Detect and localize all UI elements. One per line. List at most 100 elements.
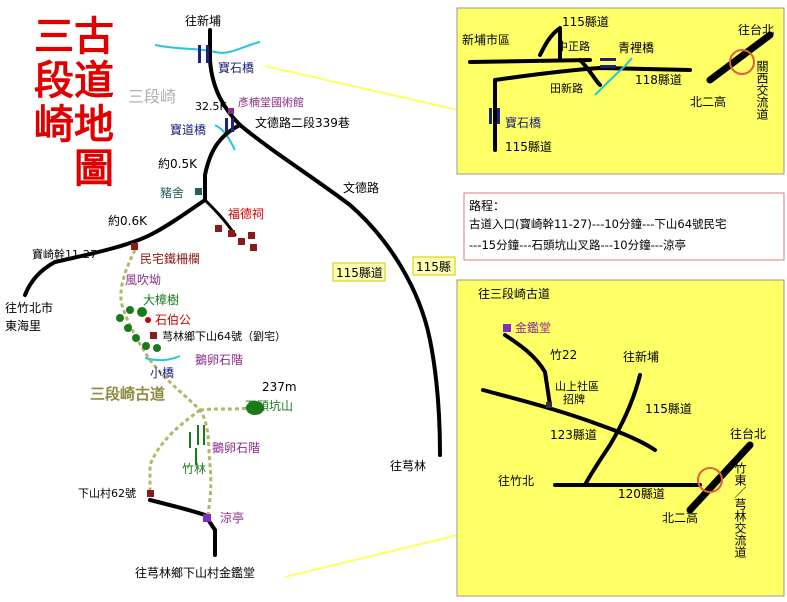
label-pavilion: 涼亭 [220, 510, 244, 525]
inset-bottom-to-taipei: 往台北 [730, 426, 766, 441]
inset-top-qingzi: 青裡橋 [618, 40, 654, 55]
map-title: 古道地圖 三段崎 [27, 15, 114, 191]
pavilion-marker [203, 514, 211, 522]
label-egg-steps-1: 鵝卵石階 [195, 352, 243, 367]
label-xiashan-62: 下山村62號 [78, 486, 136, 500]
label-fude-temple: 福德祠 [228, 206, 264, 221]
inset-bottom-jinjian-marker [503, 324, 511, 332]
label-to-xinpu: 往新埔 [185, 13, 221, 28]
inset-top-road-a [468, 58, 592, 64]
inset-bottom-to-zhubei: 往竹北 [498, 473, 534, 488]
title-sanduanqi: 三段崎 [27, 15, 74, 147]
route-115-box-b [412, 256, 456, 276]
label-baoqi-11-27: 寶崎幹11-27 [32, 247, 97, 261]
route-115-box-a [332, 262, 386, 282]
label-wende-339: 文德路二段339巷 [255, 115, 350, 130]
inset-bottom-to-sanduanqi: 往三段崎古道 [478, 286, 550, 301]
label-house-64: 芎林鄉下山64號（劉宅） [162, 329, 286, 343]
inset-bottom-123: 123縣道 [550, 428, 597, 442]
inset-top-road-115 [538, 26, 562, 62]
inset-bottom-zhudong: 竹東／芎林交流道 [733, 462, 747, 558]
inset-bottom-115: 115縣道 [645, 402, 692, 416]
label-to-qionglin: 往芎林 [390, 458, 426, 473]
inset-top-river [594, 57, 633, 96]
inset-bottom-115 [583, 373, 642, 487]
road-to-zhubei [23, 260, 57, 297]
route-box-line1: 古道入口(寶崎幹11-27)---10分鐘---下山64號民宅 [469, 217, 727, 231]
house-64-marker [150, 332, 157, 339]
inset-top-frame [456, 7, 785, 175]
label-fengchui-ao: 風吹坳 [125, 273, 161, 287]
inset-bottom-123 [481, 388, 657, 452]
inset-bottom: 往三段崎古道 金鑑堂 竹22 往新埔 山上社區 招牌 115縣道 123縣道 往… [456, 279, 785, 597]
inset-top-to-tai3: 往台北 [738, 22, 774, 37]
inset-top-118: 118縣道 [635, 73, 682, 87]
inset-top-road-b [493, 66, 692, 82]
bridge-baoshi [198, 45, 209, 63]
label-donghai-li: 東海里 [5, 318, 41, 333]
label-shibo-gong: 石伯公 [155, 312, 191, 327]
road-wende [208, 28, 442, 457]
tree-group-camphor [116, 306, 161, 352]
label-baoshi-bridge: 寶石橋 [218, 60, 254, 75]
inset-bottom-zhu22: 竹22 [550, 348, 577, 362]
inset-bottom-jinjian: 金鑑堂 [515, 320, 551, 335]
label-route-115-b: 115縣 [416, 260, 451, 274]
label-wende-road: 文德路 [343, 180, 379, 195]
label-pig-pen: 豬舍 [160, 185, 184, 200]
label-bamboo: 竹林 [182, 462, 206, 476]
label-route-115-a: 115縣道 [336, 266, 383, 280]
museum-marker [228, 108, 234, 114]
inset-bottom-north2: 北二高 [662, 510, 698, 525]
title-gudao-ditu: 古道地圖 [67, 15, 114, 191]
ancient-trail [119, 249, 213, 516]
inset-top-guanxi: 關西交流道 [755, 60, 769, 120]
road-bottom [148, 498, 217, 557]
river-smallbridge [144, 355, 181, 362]
road-115-branch [203, 123, 242, 202]
label-05k: 約0.5K [158, 156, 198, 171]
inset-top-tianxin [578, 58, 602, 87]
trail-branch-west [148, 408, 201, 495]
trailhead-marker [131, 243, 138, 250]
bridge-baodao [225, 118, 234, 132]
inset-top-115-top: 115縣道 [562, 15, 609, 29]
label-small-bridge: 小橋 [150, 366, 174, 380]
label-06k: 約0.6K [108, 213, 148, 228]
inset-bottom-sign-1: 山上社區 [555, 379, 599, 393]
main-map: 往新埔 寶石橋 三段崎 32.5K 彥楠堂國術館 寶道橋 文德路二段339巷 約… [5, 13, 456, 580]
label-iron-gate: 民宅鐵柵欄 [140, 251, 200, 266]
route-info-box: 路程： 古道入口(寶崎幹11-27)---10分鐘---下山64號民宅 ---1… [463, 192, 785, 261]
route-box-heading: 路程： [469, 198, 505, 213]
inset-top-north2 [706, 31, 774, 84]
shibo-marker [145, 317, 151, 323]
inset-top-tianxin: 田新路 [550, 81, 583, 95]
bamboo-marks [189, 425, 205, 465]
inset-bottom-north2 [686, 441, 754, 514]
inset-bottom-interchange [697, 467, 723, 493]
label-big-camphor: 大樟樹 [143, 292, 179, 307]
inset-top-115-bottom: 115縣道 [505, 140, 552, 154]
label-yantang-museum: 彥楠堂國術館 [238, 95, 304, 109]
label-237m: 237m [262, 380, 297, 394]
label-325k: 32.5K [195, 100, 227, 113]
house-62-marker [147, 490, 154, 497]
inset-bottom-frame [456, 279, 785, 597]
inset-bottom-zhu22 [503, 333, 552, 407]
trail-branch-shitou [199, 406, 251, 412]
label-baodao-bridge: 寶道橋 [170, 122, 206, 137]
label-to-jinjian: 往芎林鄉下山村金鑑堂 [135, 565, 255, 580]
inset-top-bridge [489, 58, 616, 124]
inset-top-xinpu: 新埔市區 [462, 32, 510, 47]
pig-pen-marker [195, 188, 202, 195]
shitou-mountain-marker [246, 401, 264, 415]
route-box-frame [463, 192, 785, 261]
label-egg-steps-2: 鵝卵石階 [212, 440, 260, 455]
inset-bottom-sign-marker [546, 402, 552, 408]
inset-top-zhongzheng: 中正路 [557, 40, 590, 53]
inset-top-interchange [729, 49, 755, 75]
label-sanduanqi: 三段崎 [128, 87, 176, 106]
label-shitou-keng: 石頭坑山 [245, 398, 293, 413]
inset-bottom-to-xinpu: 往新埔 [623, 349, 659, 364]
